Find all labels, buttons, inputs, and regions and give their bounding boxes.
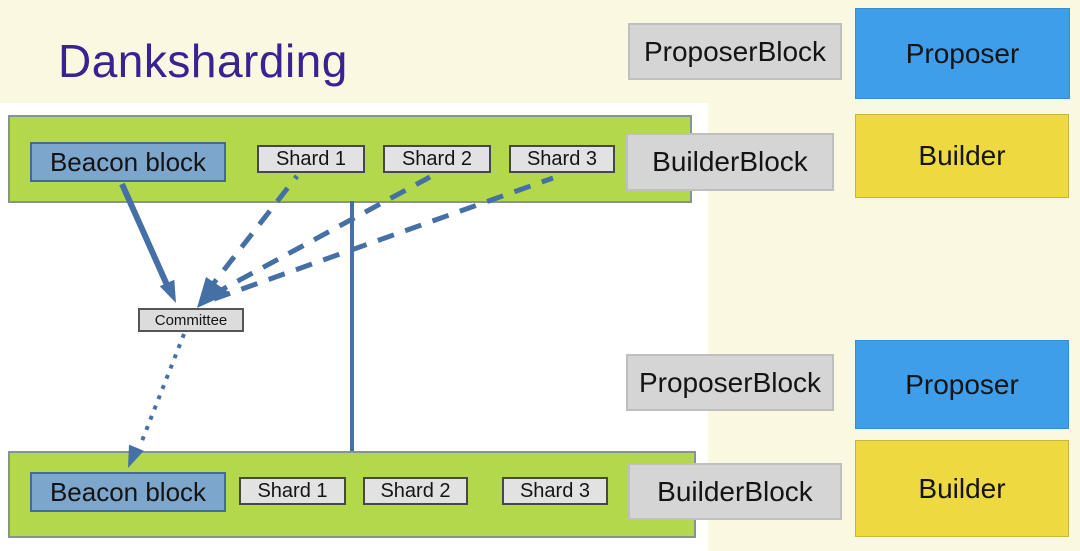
shard-1-top: Shard 1	[257, 145, 365, 173]
builder-legend-top: Builder	[855, 114, 1069, 198]
committee-to-beacon-dotted-line	[138, 333, 186, 447]
beacon-block-bottom-label: Beacon block	[49, 476, 207, 507]
proposer-legend-top-label: Proposer	[905, 37, 1020, 69]
builder-block-legend-bottom: BuilderBlock	[628, 463, 842, 520]
shard-2-bottom-label: Shard 2	[380, 479, 451, 502]
proposer-block-legend-top-label: ProposerBlock	[643, 35, 827, 67]
shard-2-top-label: Shard 2	[401, 147, 473, 170]
shard-1-bottom-label: Shard 1	[257, 479, 328, 502]
shard-1-top-label: Shard 1	[275, 147, 347, 170]
shard-3-top: Shard 3	[509, 145, 615, 173]
beacon-block-top: Beacon block	[30, 142, 226, 182]
builder-legend-bottom: Builder	[855, 440, 1069, 537]
proposer-block-legend-bottom: ProposerBlock	[626, 354, 834, 411]
shards-to-committee-arrowhead	[197, 277, 230, 308]
builder-block-legend-top: BuilderBlock	[626, 133, 834, 191]
builder-block-legend-top-label: BuilderBlock	[652, 146, 808, 177]
shard-1-bottom: Shard 1	[239, 477, 346, 505]
proposer-legend-top: Proposer	[855, 8, 1070, 99]
shard-3-bottom: Shard 3	[502, 477, 608, 505]
committee-label: Committee	[154, 311, 228, 329]
shard-3-bottom-label: Shard 3	[519, 479, 591, 502]
shard-2-bottom: Shard 2	[363, 477, 468, 505]
builder-block-legend-bottom-label: BuilderBlock	[657, 475, 813, 507]
beacon-block-bottom: Beacon block	[30, 472, 226, 512]
committee-box: Committee	[138, 308, 244, 332]
proposer-block-legend-bottom-label: ProposerBlock	[638, 366, 822, 398]
diagram-title: Danksharding	[58, 35, 348, 87]
proposer-legend-bottom-label: Proposer	[905, 368, 1019, 400]
beacon-block-top-label: Beacon block	[49, 146, 207, 177]
builder-legend-top-label: Builder	[918, 140, 1006, 171]
proposer-block-legend-top: ProposerBlock	[628, 23, 842, 80]
builder-legend-bottom-label: Builder	[918, 472, 1006, 504]
beacon-to-committee-arrowhead	[159, 279, 176, 303]
shard-2-top: Shard 2	[383, 145, 491, 173]
proposer-legend-bottom: Proposer	[855, 340, 1069, 429]
shard-3-top-label: Shard 3	[526, 147, 598, 170]
